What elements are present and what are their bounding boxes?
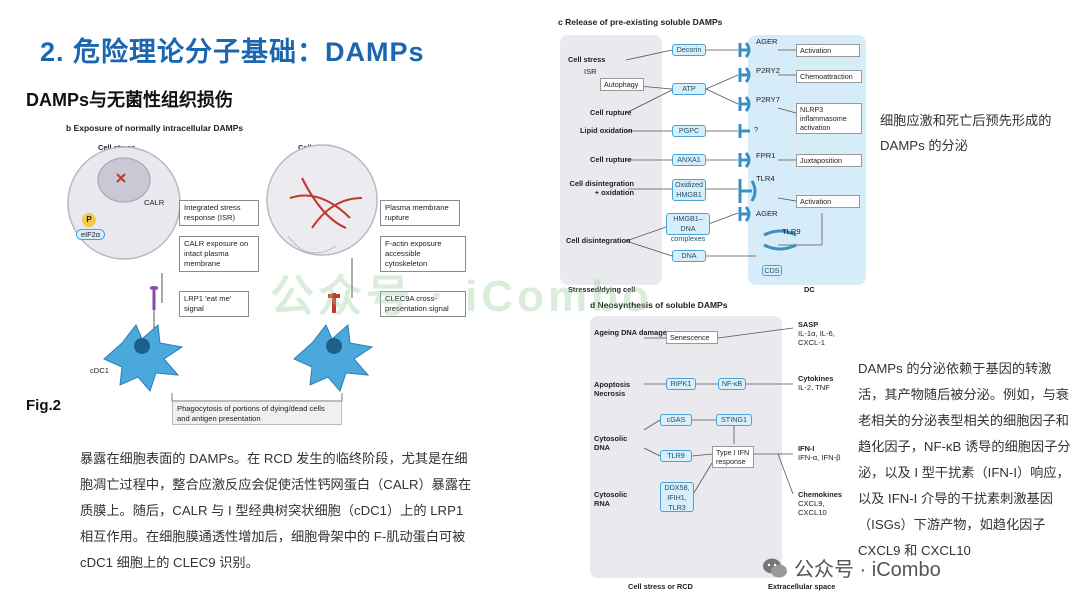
figure-label: Fig.2 [26, 397, 62, 414]
watermark-corner-text: 公众号 · iCombo [794, 559, 941, 581]
lrp1-step: LRP1 'eat me' signal [179, 291, 249, 317]
output-sasp: SASP IL-1α, IL-6, CXCL-1 [798, 320, 846, 347]
c-autophagy-box: Autophagy [600, 78, 644, 91]
outcome-chemoattraction: Chemoattraction [796, 70, 862, 83]
output-chemokines: Chemokines CXCL9, CXCL10 [798, 490, 846, 517]
output-ifn-i-title: IFN-I [798, 444, 815, 453]
factin-step: F-actin exposure accessible cytoskeleton [380, 236, 466, 272]
outcome-activation-1: Activation [796, 44, 860, 57]
receptor-tlr9: TLR9 [782, 227, 801, 236]
node-tlr9: TLR9 [660, 450, 692, 462]
d-label-ageing: Ageing DNA damage [594, 328, 667, 337]
damp-oxidized-hmgb1: Oxidized HMGB1 [672, 179, 706, 201]
node-rna-sensors: DDX58, IFIH1, TLR3 [660, 482, 694, 512]
damp-pgpc: PGPC [672, 125, 706, 137]
d-label-cytosolic-dna: Cytosolic DNA [594, 434, 628, 452]
panel-d-arrows [643, 327, 794, 497]
calr-exposure-step: CALR exposure on intact plasma membrane [179, 236, 259, 272]
phospho-icon: P [82, 213, 96, 227]
damp-decorin: Decorin [672, 44, 706, 56]
c-label-isr: ISR [584, 67, 597, 76]
panel-b: b Exposure of normally intracellular DAM… [62, 118, 477, 436]
d-footer-left: Cell stress or RCD [628, 582, 693, 591]
output-cytokines: Cytokines IL-2, TNF [798, 374, 846, 392]
damp-atp: ATP [672, 83, 706, 95]
c-footer-left: Stressed/dying cell [568, 285, 636, 294]
receptor-fpr1: FPR1 [756, 151, 776, 160]
node-senescence: Senescence [666, 331, 718, 344]
receptor-unknown: ? [754, 125, 759, 134]
calr-label: CALR [144, 198, 165, 207]
output-cytokines-title: Cytokines [798, 374, 834, 383]
receptor-ager-2: AGER [756, 209, 778, 218]
output-sasp-items: IL-1α, IL-6, CXCL-1 [798, 329, 835, 347]
d-label-apoptosis: Apoptosis Necrosis [594, 380, 631, 398]
c-label-cell-stress: Cell stress [568, 55, 606, 64]
cdc1-label: cDC1 [90, 366, 109, 375]
clec9a-step: CLEC9A cross-presentation signal [380, 291, 466, 317]
note-panel-c: 细胞应激和死亡后预先形成的 DAMPs 的分泌 [880, 113, 1052, 153]
node-cgas: cGAS [660, 414, 692, 426]
panel-d: d Neosynthesis of soluble DAMPs Ageing D… [588, 298, 846, 594]
node-ripk1: RIPK1 [666, 378, 696, 390]
receptor-p2ry7: P2RY7 [756, 95, 780, 104]
panel-d-heading: d Neosynthesis of soluble DAMPs [590, 300, 728, 310]
panel-c: c Release of pre-existing soluble DAMPs [556, 13, 868, 295]
damp-anxa1: ANXA1 [672, 154, 706, 166]
output-chemokines-items: CXCL9, CXCL10 [798, 499, 827, 517]
page-title: 2. 危险理论分子基础：DAMPs [40, 37, 425, 67]
d-footer-right: Extracellular space [768, 582, 836, 591]
c-label-disintegration-oxidation: Cell disintegration + oxidation [569, 179, 634, 197]
eif2a-label: eIF2α [76, 229, 106, 240]
membrane-rupture-step: Plasma membrane rupture [380, 200, 460, 226]
node-nfkb: NF-κB [718, 378, 746, 390]
paragraph-right: DAMPs 的分泌依赖于基因的转激活，其产物随后被分泌。例如，与衰老相关的分泌表… [858, 361, 1071, 558]
damp-hmgb1-dna: HMGB1–DNA complexes [666, 213, 710, 243]
output-chemokines-title: Chemokines [798, 490, 842, 499]
phagocytosis-note: Phagocytosis of portions of dying/dead c… [172, 401, 342, 425]
receptor-p2ry2: P2RY2 [756, 66, 780, 75]
outcome-juxtaposition: Juxtaposition [796, 154, 862, 167]
wechat-icon [762, 557, 788, 579]
node-type1-ifn: Type I IFN response [712, 446, 754, 468]
output-ifn-i: IFN-I IFN-α, IFN-β [798, 444, 846, 462]
receptor-cds: CDS [762, 265, 782, 276]
section-subtitle: DAMPs与无菌性组织损伤 [26, 90, 234, 110]
output-ifn-i-items: IFN-α, IFN-β [798, 453, 841, 462]
d-label-cytosolic-rna: Cytosolic RNA [594, 490, 628, 508]
node-sting1: STING1 [716, 414, 752, 426]
output-sasp-title: SASP [798, 320, 819, 329]
c-label-cell-rupture-2: Cell rupture [590, 155, 632, 164]
receptor-tlr4: TLR4 [756, 174, 775, 183]
panel-c-heading: c Release of pre-existing soluble DAMPs [558, 17, 723, 27]
receptor-ager-1: AGER [756, 37, 778, 46]
panel-b-heading: b Exposure of normally intracellular DAM… [66, 123, 244, 133]
c-footer-right: DC [804, 285, 815, 294]
panel-c-arrows [625, 42, 823, 257]
c-label-disintegration: Cell disintegration [566, 236, 631, 245]
c-label-cell-rupture-1: Cell rupture [590, 108, 632, 117]
watermark-center: 公众号 · iCombo [270, 272, 653, 321]
paragraph-left: 暴露在细胞表面的 DAMPs。在 RCD 发生的临终阶段，尤其是在细胞凋亡过程中… [80, 451, 472, 570]
isr-step: Integrated stress response (ISR) [179, 200, 259, 226]
watermark-corner: 公众号 · iCombo [762, 553, 941, 582]
c-label-lipid-oxidation: Lipid oxidation [580, 126, 633, 135]
output-cytokines-items: IL-2, TNF [798, 383, 830, 392]
outcome-nlrp3: NLRP3 inflammasome activation [796, 103, 862, 134]
damp-dna: DNA [672, 250, 706, 262]
outcome-activation-2: Activation [796, 195, 860, 208]
